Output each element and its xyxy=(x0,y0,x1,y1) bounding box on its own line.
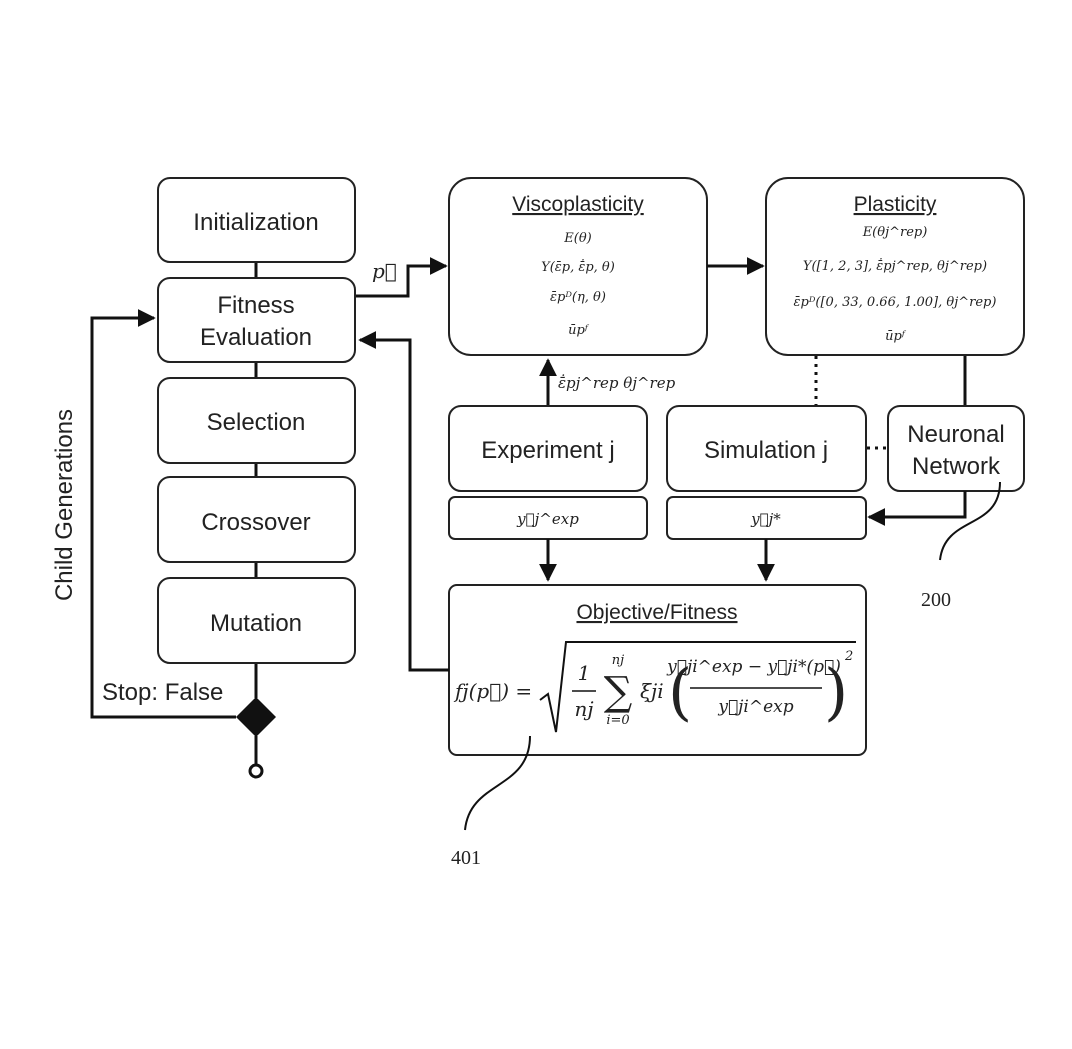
visco-eq-3: ε̄pᴰ(η, θ) xyxy=(550,290,606,305)
simulation-box xyxy=(666,405,867,492)
plasticity-box xyxy=(765,177,1025,356)
experiment-input-label: ε̄̇pj^rep θj^rep xyxy=(558,374,676,392)
crossover-label: Crossover xyxy=(201,509,310,536)
experiment-box xyxy=(448,405,648,492)
fitness-label-line2: Evaluation xyxy=(200,324,312,351)
ref-401-leader xyxy=(464,735,531,831)
inner-denominator: y⃗ji^exp xyxy=(717,697,793,717)
neuronal-label-line1: Neuronal xyxy=(907,421,1004,448)
plasticity-eq-2: Y([1, 2, 3], ε̄̇pj^rep, θj^rep) xyxy=(803,257,987,274)
frac-denominator: nj xyxy=(574,697,593,721)
plasticity-eq-4: ūpᶠ xyxy=(885,329,907,344)
simulation-output-label: y⃗j* xyxy=(750,510,781,528)
plasticity-eq-1: E(θj^rep) xyxy=(862,225,928,240)
objective-to-fitness-arrow xyxy=(358,331,449,672)
neuronal-to-simulation-output-arrow xyxy=(867,491,967,526)
sum-symbol: ∑ xyxy=(604,669,633,715)
crossover-box xyxy=(157,476,356,563)
visco-eq-1: E(θ) xyxy=(563,231,591,246)
end-terminal xyxy=(248,763,264,779)
objective-lhs: fj(p⃗) = xyxy=(453,679,532,703)
selection-label: Selection xyxy=(207,409,306,436)
objective-title: Objective/Fitness xyxy=(576,601,737,624)
right-paren: ) xyxy=(824,655,848,728)
visco-eq-4: ūpᶠ xyxy=(568,323,590,338)
selection-box xyxy=(157,377,356,464)
ref-200-label: 200 xyxy=(921,589,951,611)
sum-upper-limit: nj xyxy=(612,653,624,668)
sum-lower-limit: i=0 xyxy=(606,713,629,728)
experiment-output-label: y⃗j^exp xyxy=(516,510,579,528)
stop-decision-diamond xyxy=(236,697,276,737)
neuronal-label-line2: Network xyxy=(912,453,1001,480)
initialization-box xyxy=(157,177,356,263)
xi-symbol: ξji xyxy=(640,679,664,703)
child-generations-label: Child Generations xyxy=(51,409,78,601)
plasticity-title: Plasticity xyxy=(854,193,937,216)
mutation-box xyxy=(157,577,356,664)
ref-401-label: 401 xyxy=(451,847,481,869)
viscoplasticity-title: Viscoplasticity xyxy=(512,193,644,216)
fitness-evaluation-box xyxy=(157,277,356,363)
stop-label: Stop: False xyxy=(102,679,223,706)
exponent: 2 xyxy=(844,649,853,664)
loop-back-arrow xyxy=(90,309,236,719)
plasticity-eq-3: ε̄pᴰ([0, 33, 0.66, 1.00], θj^rep) xyxy=(794,295,997,310)
neuronal-network-box xyxy=(887,405,1025,492)
simulation-label: Simulation j xyxy=(704,437,828,464)
fitness-label-line1: Fitness xyxy=(217,292,294,319)
inner-numerator: y⃗ji^exp − y⃗ji*(p⃗) xyxy=(666,657,841,677)
param-arrow xyxy=(356,257,448,298)
mutation-label: Mutation xyxy=(210,610,302,637)
param-vector-label: p⃗ xyxy=(372,259,397,283)
sqrt-symbol xyxy=(539,641,856,733)
left-paren: ( xyxy=(668,655,692,728)
visco-eq-2: Y(ε̄p, ε̄̇p, θ) xyxy=(541,258,615,275)
initialization-label: Initialization xyxy=(193,209,318,236)
ref-200-leader xyxy=(939,481,1001,561)
experiment-label: Experiment j xyxy=(481,437,614,464)
frac-numerator: 1 xyxy=(578,661,591,685)
